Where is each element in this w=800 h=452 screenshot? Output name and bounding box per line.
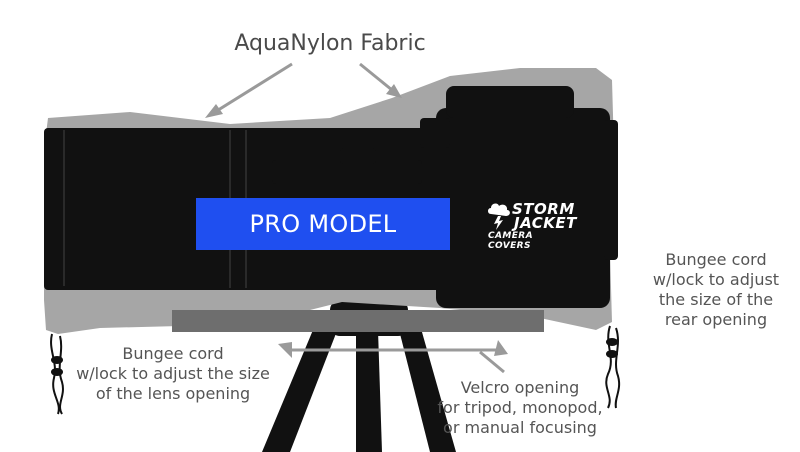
callout-line: Bungee cord — [122, 344, 224, 363]
fabric-label: AquaNylon Fabric — [234, 31, 426, 56]
callout-line: of the lens opening — [95, 384, 251, 403]
logo-line-jacket: JACKET — [514, 214, 577, 232]
lens-opening-callout: Bungee cord w/lock to adjust the size of… — [58, 344, 288, 404]
cord-locks — [51, 338, 618, 376]
callout-line: Velcro opening — [460, 378, 580, 397]
logo-line-subtitle: CAMERA COVERS — [488, 231, 533, 251]
callout-arrows — [205, 62, 508, 374]
cloud-icon — [488, 203, 510, 230]
callout-line: rear opening — [664, 310, 768, 329]
callout-line: the size of the — [658, 290, 774, 309]
velcro-opening-callout: Velcro opening for tripod, monopod, or m… — [420, 378, 620, 438]
storm-jacket-logo: STORM JACKET CAMERA COVERS — [484, 198, 578, 251]
callout-line: w/lock to adjust the size — [76, 364, 270, 383]
pro-model-badge: PRO MODEL — [196, 198, 450, 250]
logo-line-storm: STORM — [512, 200, 575, 218]
callout-line: w/lock to adjust — [652, 270, 780, 289]
callout-line: for tripod, monopod, — [437, 398, 603, 417]
callout-line: or manual focusing — [443, 418, 597, 437]
callout-line: Bungee cord — [665, 250, 767, 269]
velcro-strip — [172, 310, 544, 332]
rear-opening-callout: Bungee cord w/lock to adjust the size of… — [632, 250, 800, 330]
